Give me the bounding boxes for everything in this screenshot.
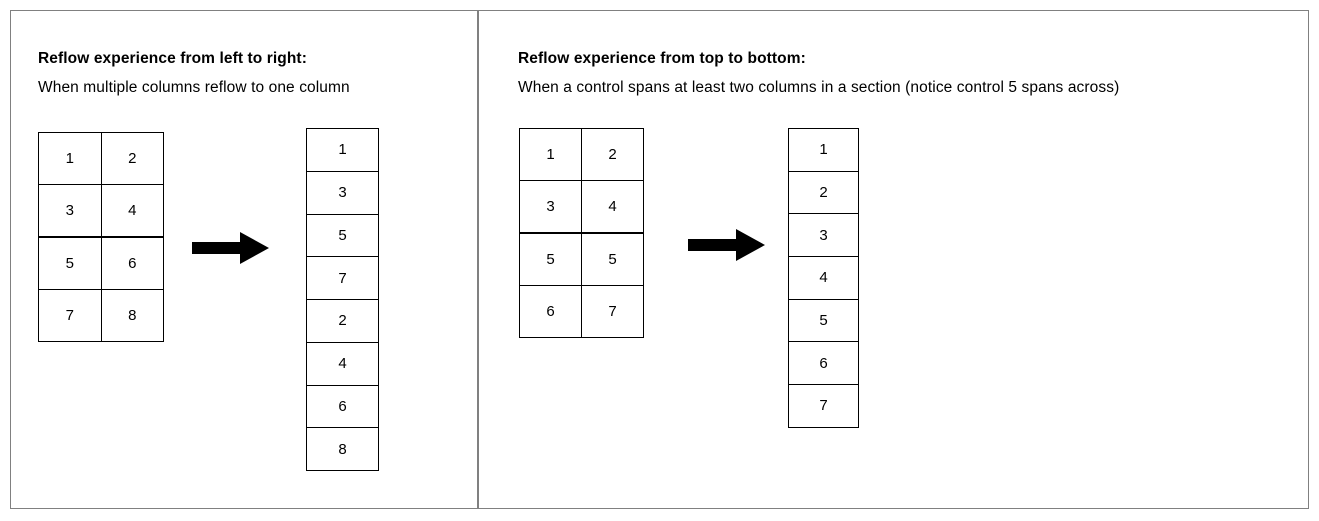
grid-cell: 3 <box>38 184 102 238</box>
stack-cell: 7 <box>788 384 859 428</box>
grid-cell: 1 <box>519 128 582 181</box>
right-result-column: 1 2 3 4 5 6 7 <box>788 128 859 428</box>
grid-cell: 2 <box>100 132 164 185</box>
left-result-column: 1 3 5 7 2 4 6 8 <box>306 128 379 471</box>
stack-row: 3 <box>306 170 379 215</box>
stack-cell: 6 <box>306 384 379 429</box>
stack-cell: 4 <box>788 256 859 300</box>
left-panel-subheading: When multiple columns reflow to one colu… <box>38 79 350 96</box>
grid-cell: 2 <box>581 128 644 181</box>
stack-row: 2 <box>306 299 379 343</box>
stack-cell: 4 <box>306 341 379 386</box>
stack-cell: 5 <box>788 298 859 343</box>
stack-cell: 2 <box>788 170 859 215</box>
diagram-frame <box>10 10 1309 509</box>
stack-row: 2 <box>788 170 859 215</box>
grid-cell: 4 <box>100 184 164 238</box>
left-source-grid: 1 2 3 4 5 6 7 8 <box>38 132 164 342</box>
stack-row: 4 <box>788 256 859 300</box>
grid-cell: 1 <box>38 132 102 185</box>
grid-cell: 7 <box>38 289 102 342</box>
stack-cell: 2 <box>306 299 379 343</box>
stack-cell: 1 <box>788 128 859 172</box>
stack-row: 1 <box>306 128 379 172</box>
stack-row: 6 <box>306 384 379 429</box>
right-panel-heading: Reflow experience from top to bottom: <box>518 50 806 67</box>
stack-row: 8 <box>306 427 379 471</box>
stack-row: 6 <box>788 341 859 386</box>
panel-divider <box>477 10 479 509</box>
grid-cell: 8 <box>100 289 164 342</box>
grid-cell: 4 <box>581 180 644 234</box>
stack-row: 3 <box>788 213 859 258</box>
stack-row: 5 <box>788 298 859 343</box>
grid-row: 6 7 <box>519 285 644 338</box>
stack-row: 7 <box>788 384 859 428</box>
stack-cell: 3 <box>306 170 379 215</box>
right-source-grid: 1 2 3 4 5 5 6 7 <box>519 128 644 338</box>
stack-row: 5 <box>306 213 379 258</box>
stack-row: 4 <box>306 341 379 386</box>
stack-cell: 7 <box>306 256 379 300</box>
grid-row: 3 4 <box>519 180 644 234</box>
grid-row: 3 4 <box>38 184 164 238</box>
grid-cell: 3 <box>519 180 582 234</box>
right-panel-subheading: When a control spans at least two column… <box>518 79 1120 96</box>
grid-row: 1 2 <box>38 132 164 185</box>
left-panel-heading: Reflow experience from left to right: <box>38 50 307 67</box>
grid-cell: 6 <box>519 285 582 338</box>
stack-cell: 6 <box>788 341 859 386</box>
grid-cell: 7 <box>581 285 644 338</box>
stack-row: 7 <box>306 256 379 300</box>
grid-row: 7 8 <box>38 289 164 342</box>
grid-row: 1 2 <box>519 128 644 181</box>
arrow-right-icon <box>688 229 765 261</box>
stack-cell: 1 <box>306 128 379 172</box>
grid-row-section-break: 5 5 <box>519 232 644 286</box>
stack-cell: 8 <box>306 427 379 471</box>
arrow-right-icon <box>192 232 269 264</box>
grid-cell-spanning: 5 <box>519 232 582 286</box>
grid-cell-spanning: 5 <box>581 232 644 286</box>
stack-cell: 3 <box>788 213 859 258</box>
grid-cell: 6 <box>100 236 164 290</box>
grid-row-section-break: 5 6 <box>38 236 164 290</box>
grid-cell: 5 <box>38 236 102 290</box>
stack-row: 1 <box>788 128 859 172</box>
stack-cell: 5 <box>306 213 379 258</box>
